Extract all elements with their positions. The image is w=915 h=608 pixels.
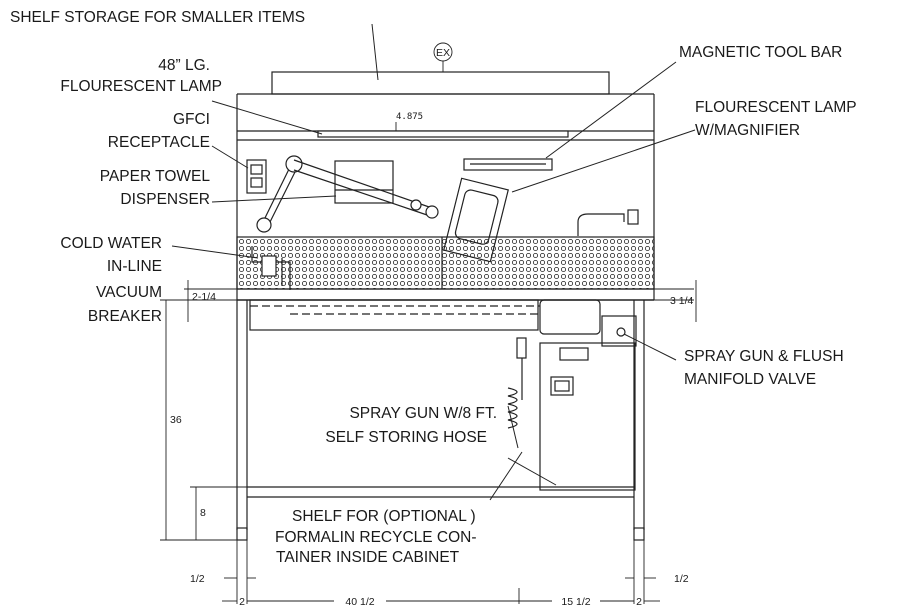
dim-offset-right: 2 [636,596,642,608]
leader-lines [171,23,696,501]
label-magnetic-tool-bar: MAGNETIC TOOL BAR [679,44,842,61]
dimension-labels: EX 4.875 2-1/4 3 1/4 36 8 1/2 1/2 2 40 1… [170,47,694,608]
label-paper-towel-line2: DISPENSER [120,191,210,208]
label-spray-flush-line2: MANIFOLD VALVE [684,371,816,388]
dim-shelf-height: 8 [200,507,206,519]
dim-top-height: 4.875 [396,112,423,122]
label-lamp-48-line1: 48” LG. [158,57,210,74]
label-spray-hose-line1: SPRAY GUN W/8 FT. [349,405,497,422]
label-spray-hose-line2: SELF STORING HOSE [325,429,487,446]
label-cold-water-line3: VACUUM [96,284,162,301]
label-cold-water-line2: IN-LINE [107,258,162,275]
dimension-lines [160,42,697,604]
dim-leg-left: 1/2 [190,573,205,585]
label-cold-water-line4: BREAKER [88,308,162,325]
label-cold-water-line1: COLD WATER [60,235,162,252]
dim-exhaust: EX [436,47,450,59]
callout-labels: SHELF STORAGE FOR SMALLER ITEMS 48” LG. … [10,9,857,566]
label-formalin-line3: TAINER INSIDE CABINET [276,549,460,566]
dim-width-main: 40 1/2 [345,596,374,608]
label-shelf-storage: SHELF STORAGE FOR SMALLER ITEMS [10,9,305,26]
dim-width-side: 15 1/2 [561,596,590,608]
label-formalin-line1: SHELF FOR (OPTIONAL ) [292,508,476,525]
label-gfci-line1: GFCI [173,111,210,128]
label-paper-towel-line1: PAPER TOWEL [100,168,211,185]
workstation-outline [236,71,655,541]
label-spray-flush-line1: SPRAY GUN & FLUSH [684,348,844,365]
label-lamp-48-line2: FLOURESCENT LAMP [60,78,222,95]
label-magnifier-lamp-line2: W/MAGNIFIER [695,122,800,139]
dim-right-drop: 3 1/4 [670,295,694,307]
label-magnifier-lamp-line1: FLOURESCENT LAMP [695,99,857,116]
dim-leg-right: 1/2 [674,573,689,585]
dim-height: 36 [170,414,182,426]
dim-left-drop: 2-1/4 [192,291,216,303]
label-formalin-line2: FORMALIN RECYCLE CON- [275,529,477,546]
dim-offset-left: 2 [239,596,245,608]
label-gfci-line2: RECEPTACLE [108,134,210,151]
